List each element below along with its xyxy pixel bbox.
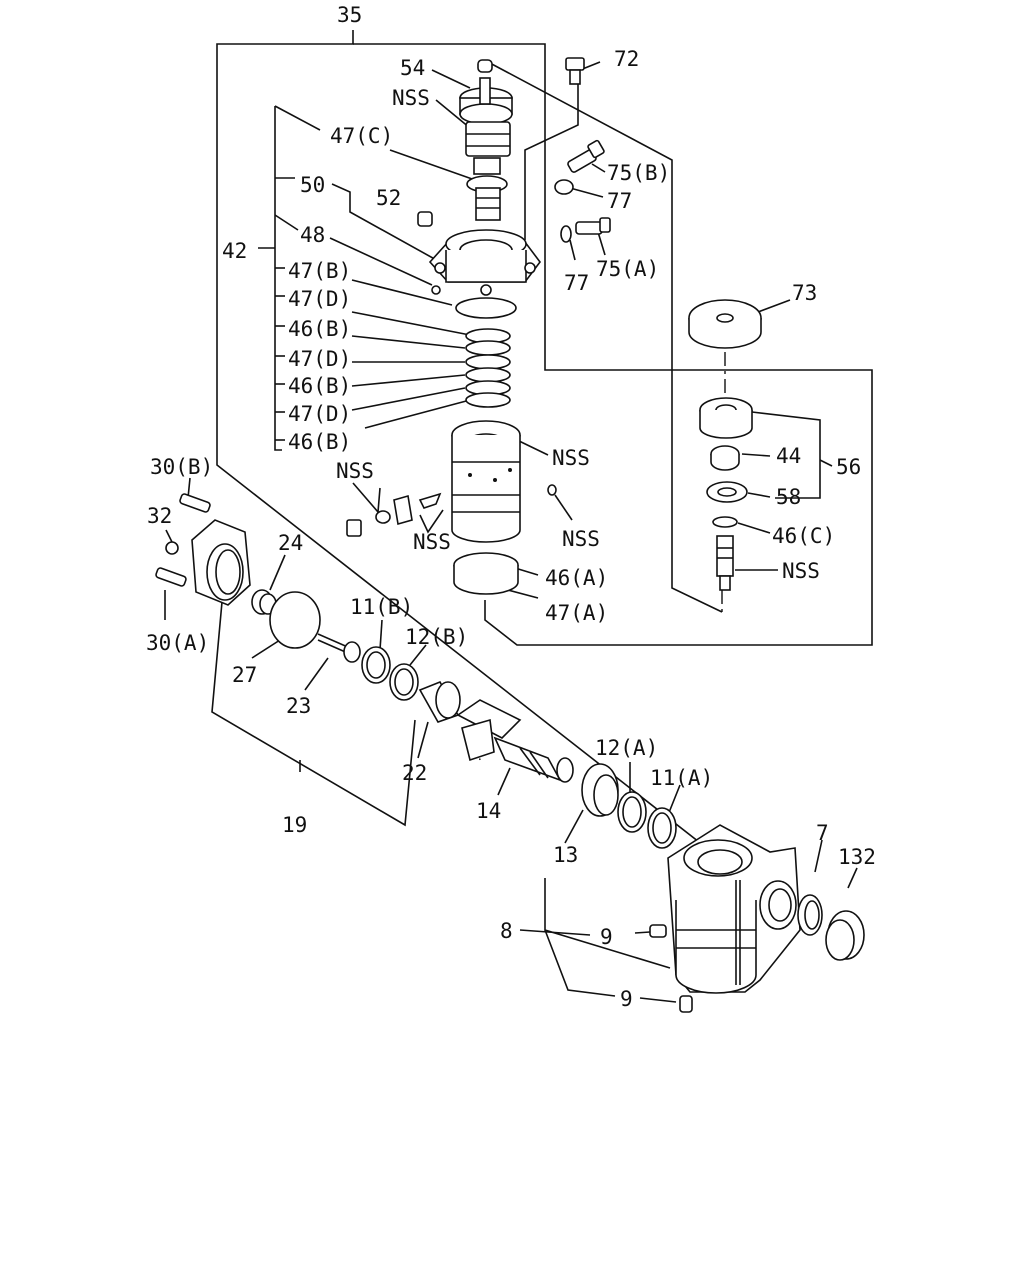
label-27: 27 — [232, 663, 257, 687]
label-11b: 11(B) — [350, 595, 413, 619]
ball-48 — [431, 285, 441, 295]
label-14: 14 — [476, 799, 501, 823]
label-46b-3: 46(B) — [288, 430, 351, 454]
label-56: 56 — [836, 455, 861, 479]
label-nss-right: NSS — [782, 559, 820, 583]
label-9-side: 9 — [600, 925, 613, 949]
cap-73 — [688, 299, 762, 349]
labels: 35 54 72 NSS 47(C) 75(B) 50 52 77 48 42 … — [146, 3, 876, 1011]
ring-46a-47a — [453, 552, 519, 595]
label-132: 132 — [838, 845, 876, 869]
label-8: 8 — [500, 919, 513, 943]
fitting-75b — [567, 139, 605, 173]
label-7: 7 — [816, 821, 829, 845]
bearing-58 — [706, 481, 748, 503]
label-nss-ball: NSS — [562, 527, 600, 551]
washer-77-left — [560, 225, 572, 243]
label-75a: 75(A) — [596, 257, 659, 281]
label-47c: 47(C) — [330, 124, 393, 148]
label-47d-2: 47(D) — [288, 347, 351, 371]
label-19: 19 — [282, 813, 307, 837]
label-46b-1: 46(B) — [288, 317, 351, 341]
rings-11b-12b — [361, 646, 419, 701]
clip-parts — [346, 492, 442, 537]
label-47d-3: 47(D) — [288, 402, 351, 426]
label-11a: 11(A) — [650, 766, 713, 790]
label-73: 73 — [792, 281, 817, 305]
plug-9-bottom — [679, 995, 693, 1013]
label-nss-left: NSS — [336, 459, 374, 483]
fitting-75a — [575, 217, 611, 235]
rotor-54 — [459, 59, 513, 125]
pin-nss — [716, 535, 734, 591]
label-47a: 47(A) — [545, 601, 608, 625]
label-47d-1: 47(D) — [288, 287, 351, 311]
label-46b-2: 46(B) — [288, 374, 351, 398]
label-13: 13 — [553, 843, 578, 867]
label-30a: 30(A) — [146, 631, 209, 655]
ring-7 — [797, 894, 823, 936]
label-9-bottom: 9 — [620, 987, 633, 1011]
label-46a: 46(A) — [545, 566, 608, 590]
plug-52 — [417, 211, 433, 227]
rings-12a-11a — [617, 791, 677, 849]
screw-23 — [317, 633, 361, 663]
label-nss-body: NSS — [552, 446, 590, 470]
label-52: 52 — [376, 186, 401, 210]
seal-56 — [699, 397, 753, 439]
label-77-mid: 77 — [564, 271, 589, 295]
valve-body — [451, 420, 521, 543]
label-58: 58 — [776, 485, 801, 509]
label-12a: 12(A) — [595, 736, 658, 760]
plug-9-side — [649, 924, 667, 938]
label-22: 22 — [402, 761, 427, 785]
label-35: 35 — [337, 3, 362, 27]
gear-housing-8 — [667, 824, 801, 994]
label-47b: 47(B) — [288, 259, 351, 283]
label-77-top: 77 — [607, 189, 632, 213]
label-75b: 75(B) — [607, 161, 670, 185]
bearing-13 — [581, 763, 619, 817]
label-42: 42 — [222, 239, 247, 263]
cover-19 — [155, 493, 251, 606]
washer-77-top — [554, 179, 574, 195]
bushing-22 — [418, 680, 461, 723]
bolt-72 — [565, 57, 585, 85]
seal-stack — [455, 297, 517, 408]
label-46c: 46(C) — [772, 524, 835, 548]
label-44: 44 — [776, 444, 801, 468]
cover-50 — [428, 229, 541, 296]
label-nss-clip: NSS — [413, 530, 451, 554]
label-54: 54 — [400, 56, 425, 80]
label-48: 48 — [300, 223, 325, 247]
sector-shaft-14 — [456, 699, 574, 783]
label-12b: 12(B) — [405, 625, 468, 649]
ring-46c — [712, 516, 738, 528]
seal-44 — [710, 445, 740, 471]
cap-132 — [825, 910, 865, 961]
label-23: 23 — [286, 694, 311, 718]
spool-nss — [465, 121, 511, 221]
label-32: 32 — [147, 504, 172, 528]
label-nss-top: NSS — [392, 86, 430, 110]
ball-nss — [547, 484, 557, 496]
label-72: 72 — [614, 47, 639, 71]
label-50: 50 — [300, 173, 325, 197]
o-ring-27 — [269, 591, 321, 649]
label-24: 24 — [278, 531, 303, 555]
label-30b: 30(B) — [150, 455, 213, 479]
